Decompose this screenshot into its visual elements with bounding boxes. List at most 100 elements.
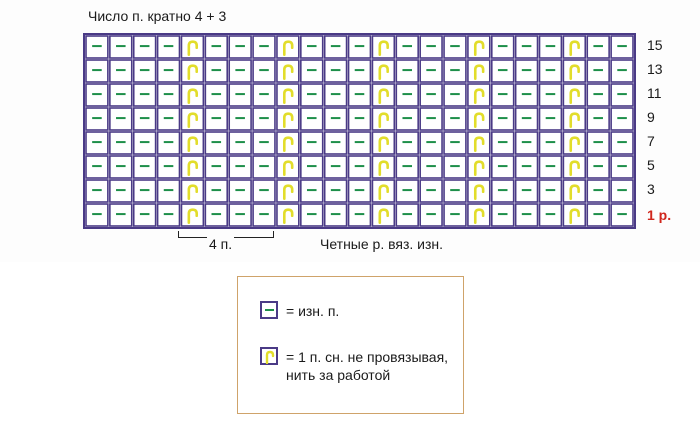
row-label: 9 bbox=[647, 109, 655, 125]
cell-purl bbox=[109, 179, 133, 203]
cell-purl bbox=[490, 59, 515, 83]
cell-purl bbox=[132, 59, 157, 83]
cell-slip-stitch bbox=[371, 203, 396, 227]
cell-purl bbox=[443, 59, 467, 83]
cell-purl bbox=[419, 131, 443, 155]
slip-stitch-icon bbox=[283, 88, 294, 104]
cell-slip-stitch bbox=[562, 107, 587, 131]
row-label: 5 bbox=[647, 157, 655, 173]
cell-slip-stitch bbox=[180, 203, 205, 227]
cell-slip-stitch bbox=[276, 203, 300, 227]
purl-dash-icon bbox=[497, 189, 508, 192]
cell-purl bbox=[586, 107, 610, 131]
cell-purl bbox=[347, 203, 372, 227]
purl-dash-icon bbox=[163, 165, 174, 168]
cell-purl bbox=[419, 35, 443, 59]
cell-purl bbox=[85, 35, 109, 59]
cell-purl bbox=[300, 179, 324, 203]
cell-slip-stitch bbox=[371, 35, 396, 59]
cell-purl bbox=[538, 107, 563, 131]
purl-dash-icon bbox=[426, 141, 436, 144]
cell-purl bbox=[395, 203, 419, 227]
slip-stitch-icon bbox=[378, 112, 389, 128]
cell-purl bbox=[132, 155, 157, 179]
cell-purl bbox=[228, 155, 252, 179]
purl-dash-icon bbox=[426, 213, 436, 216]
row-label: 15 bbox=[647, 37, 663, 53]
purl-dash-icon bbox=[617, 165, 627, 168]
purl-dash-icon bbox=[497, 117, 508, 120]
purl-dash-icon bbox=[306, 93, 317, 96]
cell-purl bbox=[204, 155, 229, 179]
cell-slip-stitch bbox=[276, 83, 300, 107]
purl-dash-icon bbox=[211, 45, 222, 48]
purl-dash-icon bbox=[163, 141, 174, 144]
purl-dash-icon bbox=[306, 165, 317, 168]
row-labels: 15 13 11 9 7 5 3 1 р. bbox=[647, 33, 697, 229]
slip-stitch-icon bbox=[187, 208, 199, 224]
purl-dash-icon bbox=[211, 165, 222, 168]
cell-purl bbox=[323, 155, 348, 179]
purl-dash-icon bbox=[330, 141, 341, 144]
cell-purl bbox=[204, 179, 229, 203]
purl-dash-icon bbox=[330, 117, 341, 120]
cell-slip-stitch bbox=[371, 83, 396, 107]
legend-box: = изн. п. = 1 п. сн. не провязывая, нить… bbox=[237, 276, 464, 414]
row-label: 11 bbox=[647, 85, 662, 101]
cell-purl bbox=[395, 131, 419, 155]
cell-slip-stitch bbox=[276, 35, 300, 59]
cell-purl bbox=[228, 83, 252, 107]
cell-purl bbox=[514, 83, 539, 107]
purl-dash-icon bbox=[545, 93, 556, 96]
cell-purl bbox=[443, 179, 467, 203]
slip-stitch-icon bbox=[187, 40, 199, 56]
purl-dash-icon bbox=[235, 165, 245, 168]
cell-purl bbox=[132, 107, 157, 131]
slip-stitch-icon bbox=[283, 208, 294, 224]
slip-stitch-icon bbox=[378, 88, 389, 104]
cell-purl bbox=[538, 83, 563, 107]
slip-stitch-icon bbox=[473, 160, 485, 176]
purl-dash-icon bbox=[92, 189, 102, 192]
purl-dash-icon bbox=[497, 141, 508, 144]
purl-dash-icon bbox=[163, 93, 174, 96]
legend-label-slip: = 1 п. сн. не провязывая, нить за работо… bbox=[286, 348, 448, 384]
cell-purl bbox=[395, 59, 419, 83]
purl-dash-icon bbox=[593, 165, 603, 168]
cell-purl bbox=[323, 59, 348, 83]
purl-dash-icon bbox=[593, 141, 603, 144]
cell-purl bbox=[514, 35, 539, 59]
cell-purl bbox=[204, 107, 229, 131]
purl-dash-icon bbox=[259, 117, 269, 120]
purl-dash-icon bbox=[450, 69, 460, 72]
cell-slip-stitch bbox=[276, 131, 300, 155]
purl-dash-icon bbox=[163, 45, 174, 48]
cell-purl bbox=[252, 59, 276, 83]
purl-dash-icon bbox=[354, 213, 365, 216]
cell-purl bbox=[610, 155, 634, 179]
purl-dash-icon bbox=[306, 213, 317, 216]
cell-purl bbox=[323, 35, 348, 59]
cell-purl bbox=[514, 179, 539, 203]
purl-dash-icon bbox=[139, 213, 150, 216]
purl-dash-icon bbox=[163, 213, 174, 216]
cell-purl bbox=[395, 83, 419, 107]
cell-purl bbox=[85, 155, 109, 179]
cell-purl bbox=[538, 155, 563, 179]
cell-purl bbox=[85, 59, 109, 83]
purl-dash-icon bbox=[450, 141, 460, 144]
cell-purl bbox=[204, 131, 229, 155]
purl-dash-icon bbox=[260, 301, 278, 319]
slip-stitch-icon bbox=[187, 112, 199, 128]
slip-stitch-icon bbox=[283, 112, 294, 128]
cell-slip-stitch bbox=[180, 59, 205, 83]
cell-purl bbox=[610, 179, 634, 203]
purl-dash-icon bbox=[259, 69, 269, 72]
cell-purl bbox=[443, 131, 467, 155]
purl-dash-icon bbox=[139, 141, 150, 144]
cell-purl bbox=[252, 203, 276, 227]
cell-slip-stitch bbox=[562, 155, 587, 179]
cell-purl bbox=[538, 131, 563, 155]
cell-purl bbox=[419, 107, 443, 131]
cell-purl bbox=[347, 107, 372, 131]
